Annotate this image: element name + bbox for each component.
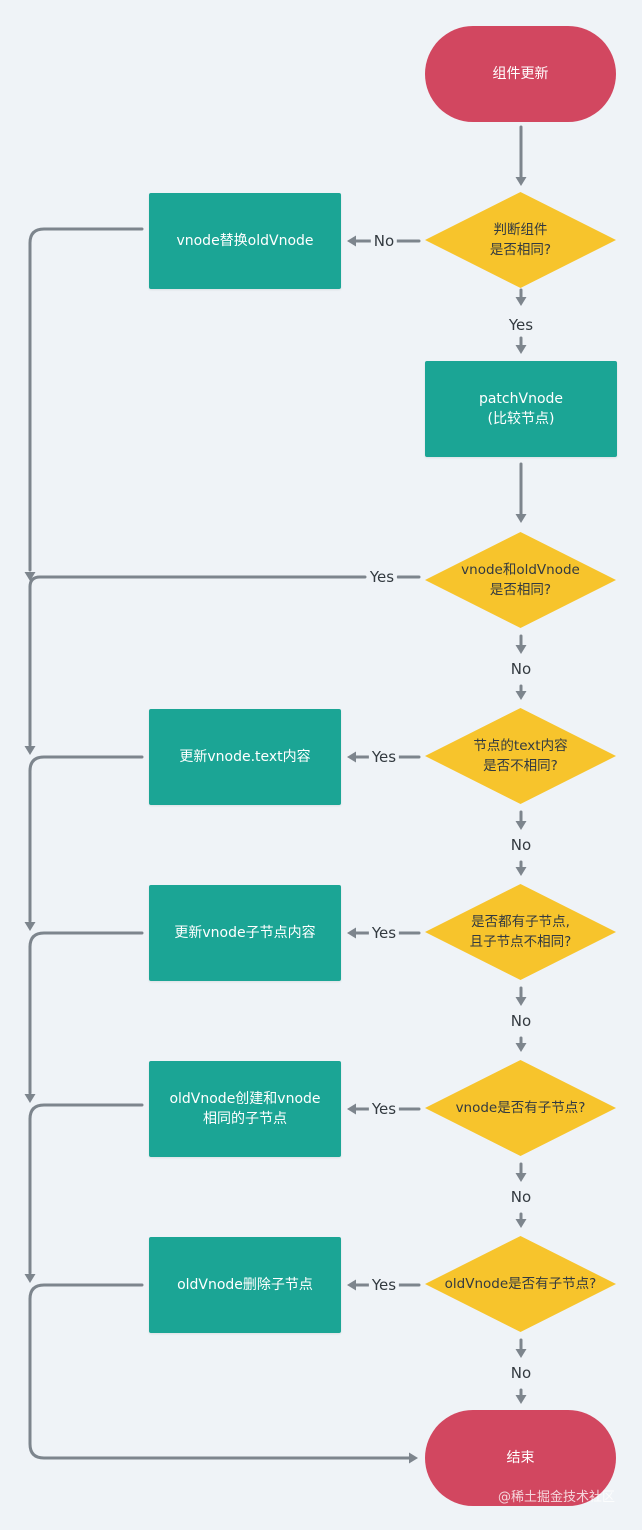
edge-label-no: No — [507, 1188, 535, 1206]
start-label: 组件更新 — [492, 66, 549, 82]
process-create-children-label: oldVnode创建和vnode 相同的子节点 — [169, 1091, 321, 1127]
decision-same-component-label: 判断组件 是否相同? — [489, 222, 552, 258]
arrowhead — [24, 572, 36, 581]
arrowhead — [515, 821, 527, 830]
process-update-text: 更新vnode.text内容 — [149, 709, 341, 805]
connector-to-end — [28, 1297, 412, 1460]
process-update-text-label: 更新vnode.text内容 — [179, 749, 311, 765]
edge-label-yes: Yes — [505, 316, 537, 334]
diamond-shape — [425, 1060, 616, 1156]
diamond-shape — [425, 884, 616, 980]
connector-return — [28, 755, 144, 773]
process-delete-children-label: oldVnode删除子节点 — [177, 1277, 313, 1293]
arrowhead — [347, 235, 356, 247]
edge-label-no: No — [507, 836, 535, 854]
process-delete-children: oldVnode删除子节点 — [149, 1237, 341, 1333]
arrowhead — [515, 345, 527, 354]
decision-vnode-has-children: vnode是否有子节点? — [425, 1060, 616, 1156]
arrowhead — [515, 1043, 527, 1052]
process-update-children: 更新vnode子节点内容 — [149, 885, 341, 981]
arrowhead — [24, 746, 36, 755]
arrowhead — [347, 1279, 356, 1291]
arrowhead — [347, 927, 356, 939]
edge-label-no: No — [370, 232, 398, 250]
edge-label-yes: Yes — [368, 924, 400, 942]
decision-vnode-has-children-label: vnode是否有子节点? — [455, 1100, 586, 1116]
arrowhead — [347, 1103, 356, 1115]
process-patch-label: patchVnode (比较节点) — [478, 391, 564, 427]
watermark: @稀土掘金技术社区 — [498, 1490, 616, 1505]
arrowhead — [347, 751, 356, 763]
decision-old-has-children-label: oldVnode是否有子节点? — [444, 1276, 597, 1292]
arrowhead — [515, 1395, 527, 1404]
decision-children-diff: 是否都有子节点, 且子节点不相同? — [425, 884, 616, 980]
arrowhead — [515, 997, 527, 1006]
end-label: 结束 — [506, 1450, 535, 1466]
decision-text-diff: 节点的text内容 是否不相同? — [425, 708, 616, 804]
edge-label-yes: Yes — [368, 748, 400, 766]
arrowhead — [515, 1349, 527, 1358]
diamond-shape — [425, 1236, 616, 1332]
arrowhead — [515, 297, 527, 306]
process-create-children: oldVnode创建和vnode 相同的子节点 — [149, 1061, 341, 1157]
edge-label-yes: Yes — [368, 1100, 400, 1118]
edge-label-yes: Yes — [366, 568, 398, 586]
arrowhead — [515, 691, 527, 700]
process-patch: patchVnode (比较节点) — [425, 361, 617, 457]
arrowhead — [24, 922, 36, 931]
arrowhead — [24, 1274, 36, 1283]
decision-same-vnode: vnode和oldVnode 是否相同? — [425, 532, 616, 628]
start-node: 组件更新 — [425, 26, 616, 122]
decision-text-diff-label: 节点的text内容 是否不相同? — [473, 738, 568, 774]
diamond-shape — [425, 192, 616, 288]
process-replace-label: vnode替换oldVnode — [176, 233, 314, 249]
arrowhead — [24, 1094, 36, 1103]
diamond-shape — [425, 532, 616, 628]
arrowhead — [515, 514, 527, 523]
connector-return — [28, 1283, 144, 1301]
end-node: 结束 — [425, 1410, 616, 1506]
connector-return — [28, 931, 144, 949]
process-replace: vnode替换oldVnode — [149, 193, 341, 289]
decision-same-vnode-label: vnode和oldVnode 是否相同? — [461, 562, 580, 598]
arrowhead — [515, 1219, 527, 1228]
connector-return — [28, 227, 144, 572]
arrowhead — [409, 1452, 418, 1464]
diamond-shape — [425, 708, 616, 804]
decision-same-component: 判断组件 是否相同? — [425, 192, 616, 288]
edge-label-yes: Yes — [368, 1276, 400, 1294]
decision-old-has-children: oldVnode是否有子节点? — [425, 1236, 616, 1332]
connector-merge — [28, 575, 367, 589]
arrowhead — [515, 645, 527, 654]
decision-children-diff-label: 是否都有子节点, 且子节点不相同? — [469, 914, 572, 950]
edge-label-no: No — [507, 1012, 535, 1030]
connector-return — [28, 1103, 144, 1121]
edge-label-no: No — [507, 1364, 535, 1382]
process-update-children-label: 更新vnode子节点内容 — [174, 925, 316, 941]
edge-label-no: No — [507, 660, 535, 678]
arrowhead — [515, 867, 527, 876]
arrowhead — [515, 177, 527, 186]
arrowhead — [515, 1173, 527, 1182]
